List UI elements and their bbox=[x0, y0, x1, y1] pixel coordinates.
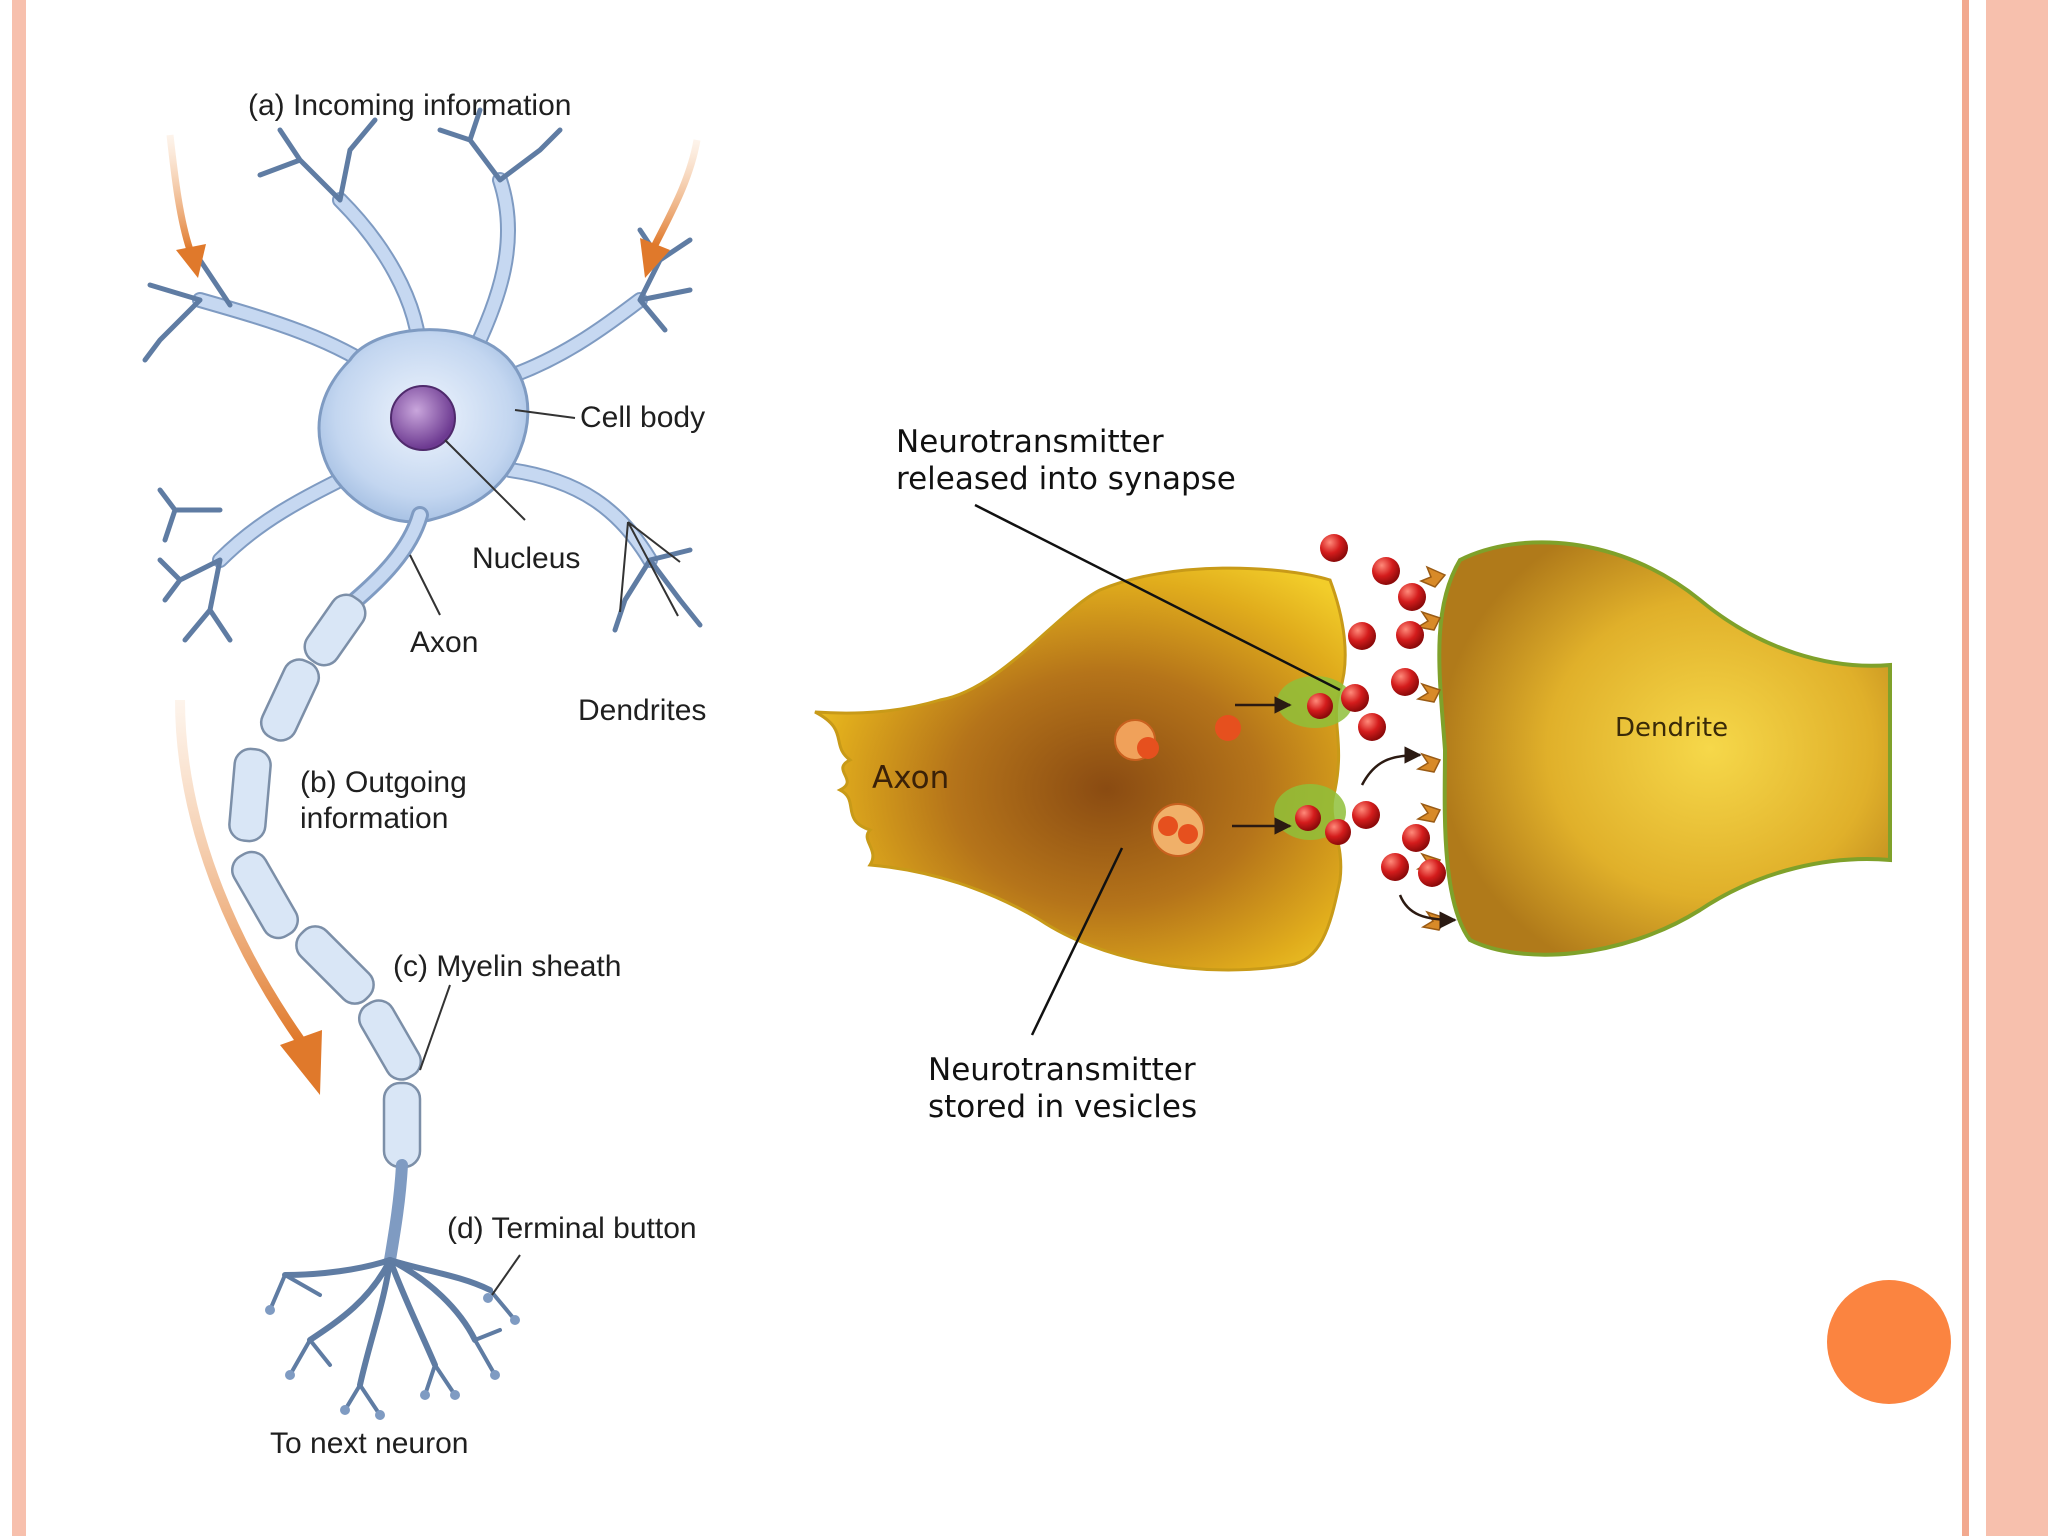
label-myelin-sheath: (c) Myelin sheath bbox=[393, 950, 621, 983]
myelin-sheath bbox=[228, 593, 422, 1169]
label-outgoing-line1: (b) Outgoing bbox=[300, 766, 467, 799]
synapse-labels: Neurotransmitter released into synapse A… bbox=[872, 424, 1728, 1125]
right-frame-stripe bbox=[1962, 0, 1969, 1536]
dendrite-terminal bbox=[1437, 540, 1892, 957]
neurotransmitters bbox=[1295, 534, 1446, 887]
nucleus bbox=[390, 385, 456, 451]
right-frame-border bbox=[1986, 0, 2048, 1536]
label-to-next-neuron: To next neuron bbox=[270, 1427, 468, 1460]
label-cell-body: Cell body bbox=[580, 401, 705, 434]
neuron-leader-lines bbox=[409, 409, 681, 1296]
neuron-labels: (a) Incoming information Cell body Nucle… bbox=[248, 89, 706, 1460]
synapse-leader-lines bbox=[974, 503, 1341, 1036]
terminal-branches bbox=[265, 1159, 520, 1420]
outgoing-arrow bbox=[175, 699, 322, 1095]
label-terminal-button: (d) Terminal button bbox=[447, 1212, 697, 1245]
label-axon: Axon bbox=[410, 626, 478, 659]
vesicles bbox=[1114, 715, 1241, 857]
label-stored-line2: stored in vesicles bbox=[928, 1089, 1197, 1125]
label-incoming-information: (a) Incoming information bbox=[248, 89, 571, 122]
incoming-arrow-left bbox=[166, 134, 206, 278]
orange-circle-decoration bbox=[1827, 1280, 1951, 1404]
flow-arrows bbox=[1232, 696, 1457, 929]
neuron-illustration bbox=[142, 107, 703, 1420]
label-nucleus: Nucleus bbox=[472, 542, 580, 575]
label-outgoing-line2: information bbox=[300, 802, 448, 835]
label-stored-line1: Neurotransmitter bbox=[928, 1052, 1196, 1088]
label-released-line2: released into synapse bbox=[896, 461, 1236, 497]
label-dendrite: Dendrite bbox=[1615, 713, 1728, 743]
label-axon-synapse: Axon bbox=[872, 760, 949, 796]
synapse-illustration bbox=[814, 503, 1892, 1036]
incoming-arrow-right bbox=[640, 139, 701, 278]
axon-terminal bbox=[814, 566, 1347, 972]
left-frame-border bbox=[12, 0, 26, 1536]
label-dendrites: Dendrites bbox=[578, 694, 706, 727]
label-released-line1: Neurotransmitter bbox=[896, 424, 1164, 460]
